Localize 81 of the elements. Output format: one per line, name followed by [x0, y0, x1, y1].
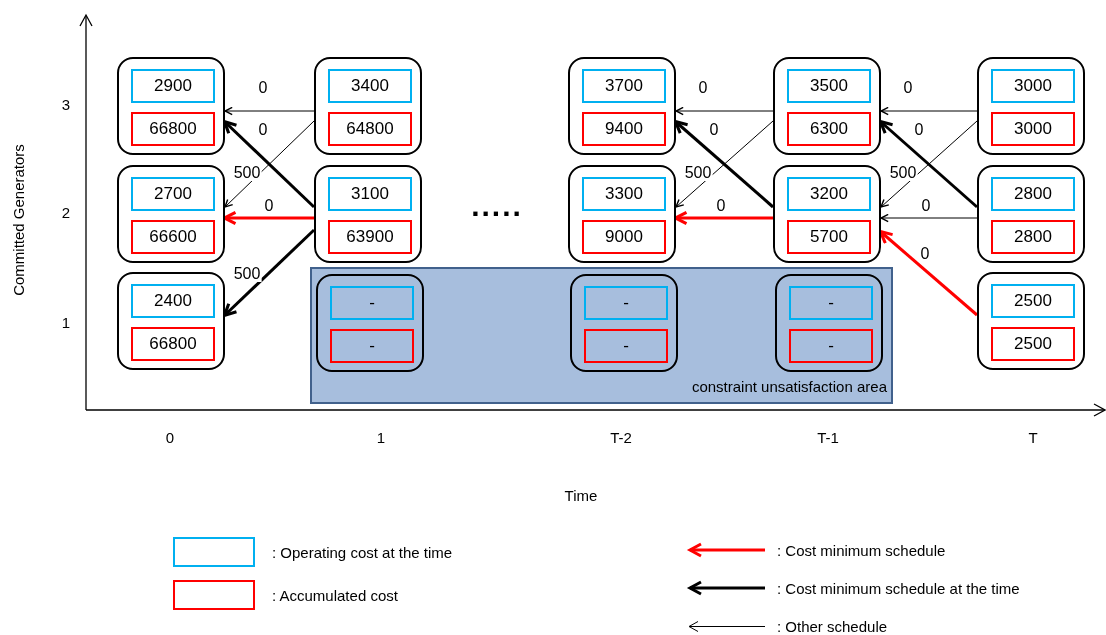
legend-text: : Cost minimum schedule at the time [777, 580, 1020, 596]
edge-label: 0 [708, 122, 720, 138]
tick-label: T-1 [817, 429, 839, 445]
value-box: 3300 [582, 177, 666, 211]
state-box [316, 274, 424, 372]
legend-text: : Cost minimum schedule [777, 542, 946, 558]
state-box [773, 57, 881, 155]
tick-label: 1 [376, 429, 386, 445]
value-box: 66800 [131, 112, 215, 146]
value-box: 66800 [131, 327, 215, 361]
edge-label: 0 [697, 80, 709, 96]
tick-label: T [1028, 429, 1038, 445]
edge-label: 0 [913, 122, 925, 138]
value-box: 64800 [328, 112, 412, 146]
value-box: 3200 [787, 177, 871, 211]
area-caption: constraint unsatisfaction area [691, 376, 887, 397]
legend-text: : Other schedule [777, 618, 888, 634]
edge-label: 0 [902, 80, 914, 96]
value-box: 6300 [787, 112, 871, 146]
value-box: 3500 [787, 69, 871, 103]
value-box: 63900 [328, 220, 412, 254]
value-box: 9400 [582, 112, 666, 146]
value-box: 3000 [991, 69, 1075, 103]
edge-label: 0 [263, 198, 275, 214]
state-box [117, 165, 225, 263]
value-box: 2800 [991, 220, 1075, 254]
tick-label: 1 [61, 314, 71, 330]
value-box: 66600 [131, 220, 215, 254]
tick-label: 2 [61, 204, 71, 220]
value-box: 3400 [328, 69, 412, 103]
arrow [880, 106, 978, 116]
edge-label: 0 [257, 122, 269, 138]
shaded-area [310, 267, 893, 404]
state-box [977, 165, 1085, 263]
state-box [117, 272, 225, 370]
axis-title: Committed Generators [10, 144, 26, 296]
state-box [977, 272, 1085, 370]
value-box: - [789, 329, 873, 363]
edge-label: 500 [888, 165, 918, 181]
state-box [314, 57, 422, 155]
state-box [568, 165, 676, 263]
edge-label: 0 [919, 246, 931, 262]
state-box [775, 274, 883, 372]
state-box [773, 165, 881, 263]
value-box: 2700 [131, 177, 215, 211]
state-box [977, 57, 1085, 155]
edge-label: 0 [715, 198, 727, 214]
value-box: 2900 [131, 69, 215, 103]
value-box: 3100 [328, 177, 412, 211]
arrow [675, 106, 774, 116]
value-box: - [584, 286, 668, 320]
tick-label: 0 [165, 429, 175, 445]
ellipsis: ..... [471, 191, 523, 221]
state-box [570, 274, 678, 372]
axis-title: Time [564, 487, 598, 503]
value-box: - [584, 329, 668, 363]
tick-label: 3 [61, 96, 71, 112]
value-box: - [330, 329, 414, 363]
legend-text: : Operating cost at the time [272, 544, 453, 560]
edge-label: 500 [232, 165, 262, 181]
value-box: 5700 [787, 220, 871, 254]
edge-label: 500 [232, 266, 262, 282]
edge-label: 0 [257, 80, 269, 96]
edge-label: 500 [683, 165, 713, 181]
value-box: - [330, 286, 414, 320]
arrow [880, 213, 978, 223]
value-box: - [789, 286, 873, 320]
value-box: 9000 [582, 220, 666, 254]
value-box: 3700 [582, 69, 666, 103]
state-box [314, 165, 422, 263]
state-box [117, 57, 225, 155]
arrow [224, 106, 315, 116]
value-box: 2500 [991, 284, 1075, 318]
state-box [568, 57, 676, 155]
value-box: 2400 [131, 284, 215, 318]
legend-text: : Accumulated cost [272, 587, 398, 603]
tick-label: T-2 [610, 429, 632, 445]
value-box: 3000 [991, 112, 1075, 146]
value-box: 2800 [991, 177, 1075, 211]
edge-label: 0 [920, 198, 932, 214]
value-box: 2500 [991, 327, 1075, 361]
